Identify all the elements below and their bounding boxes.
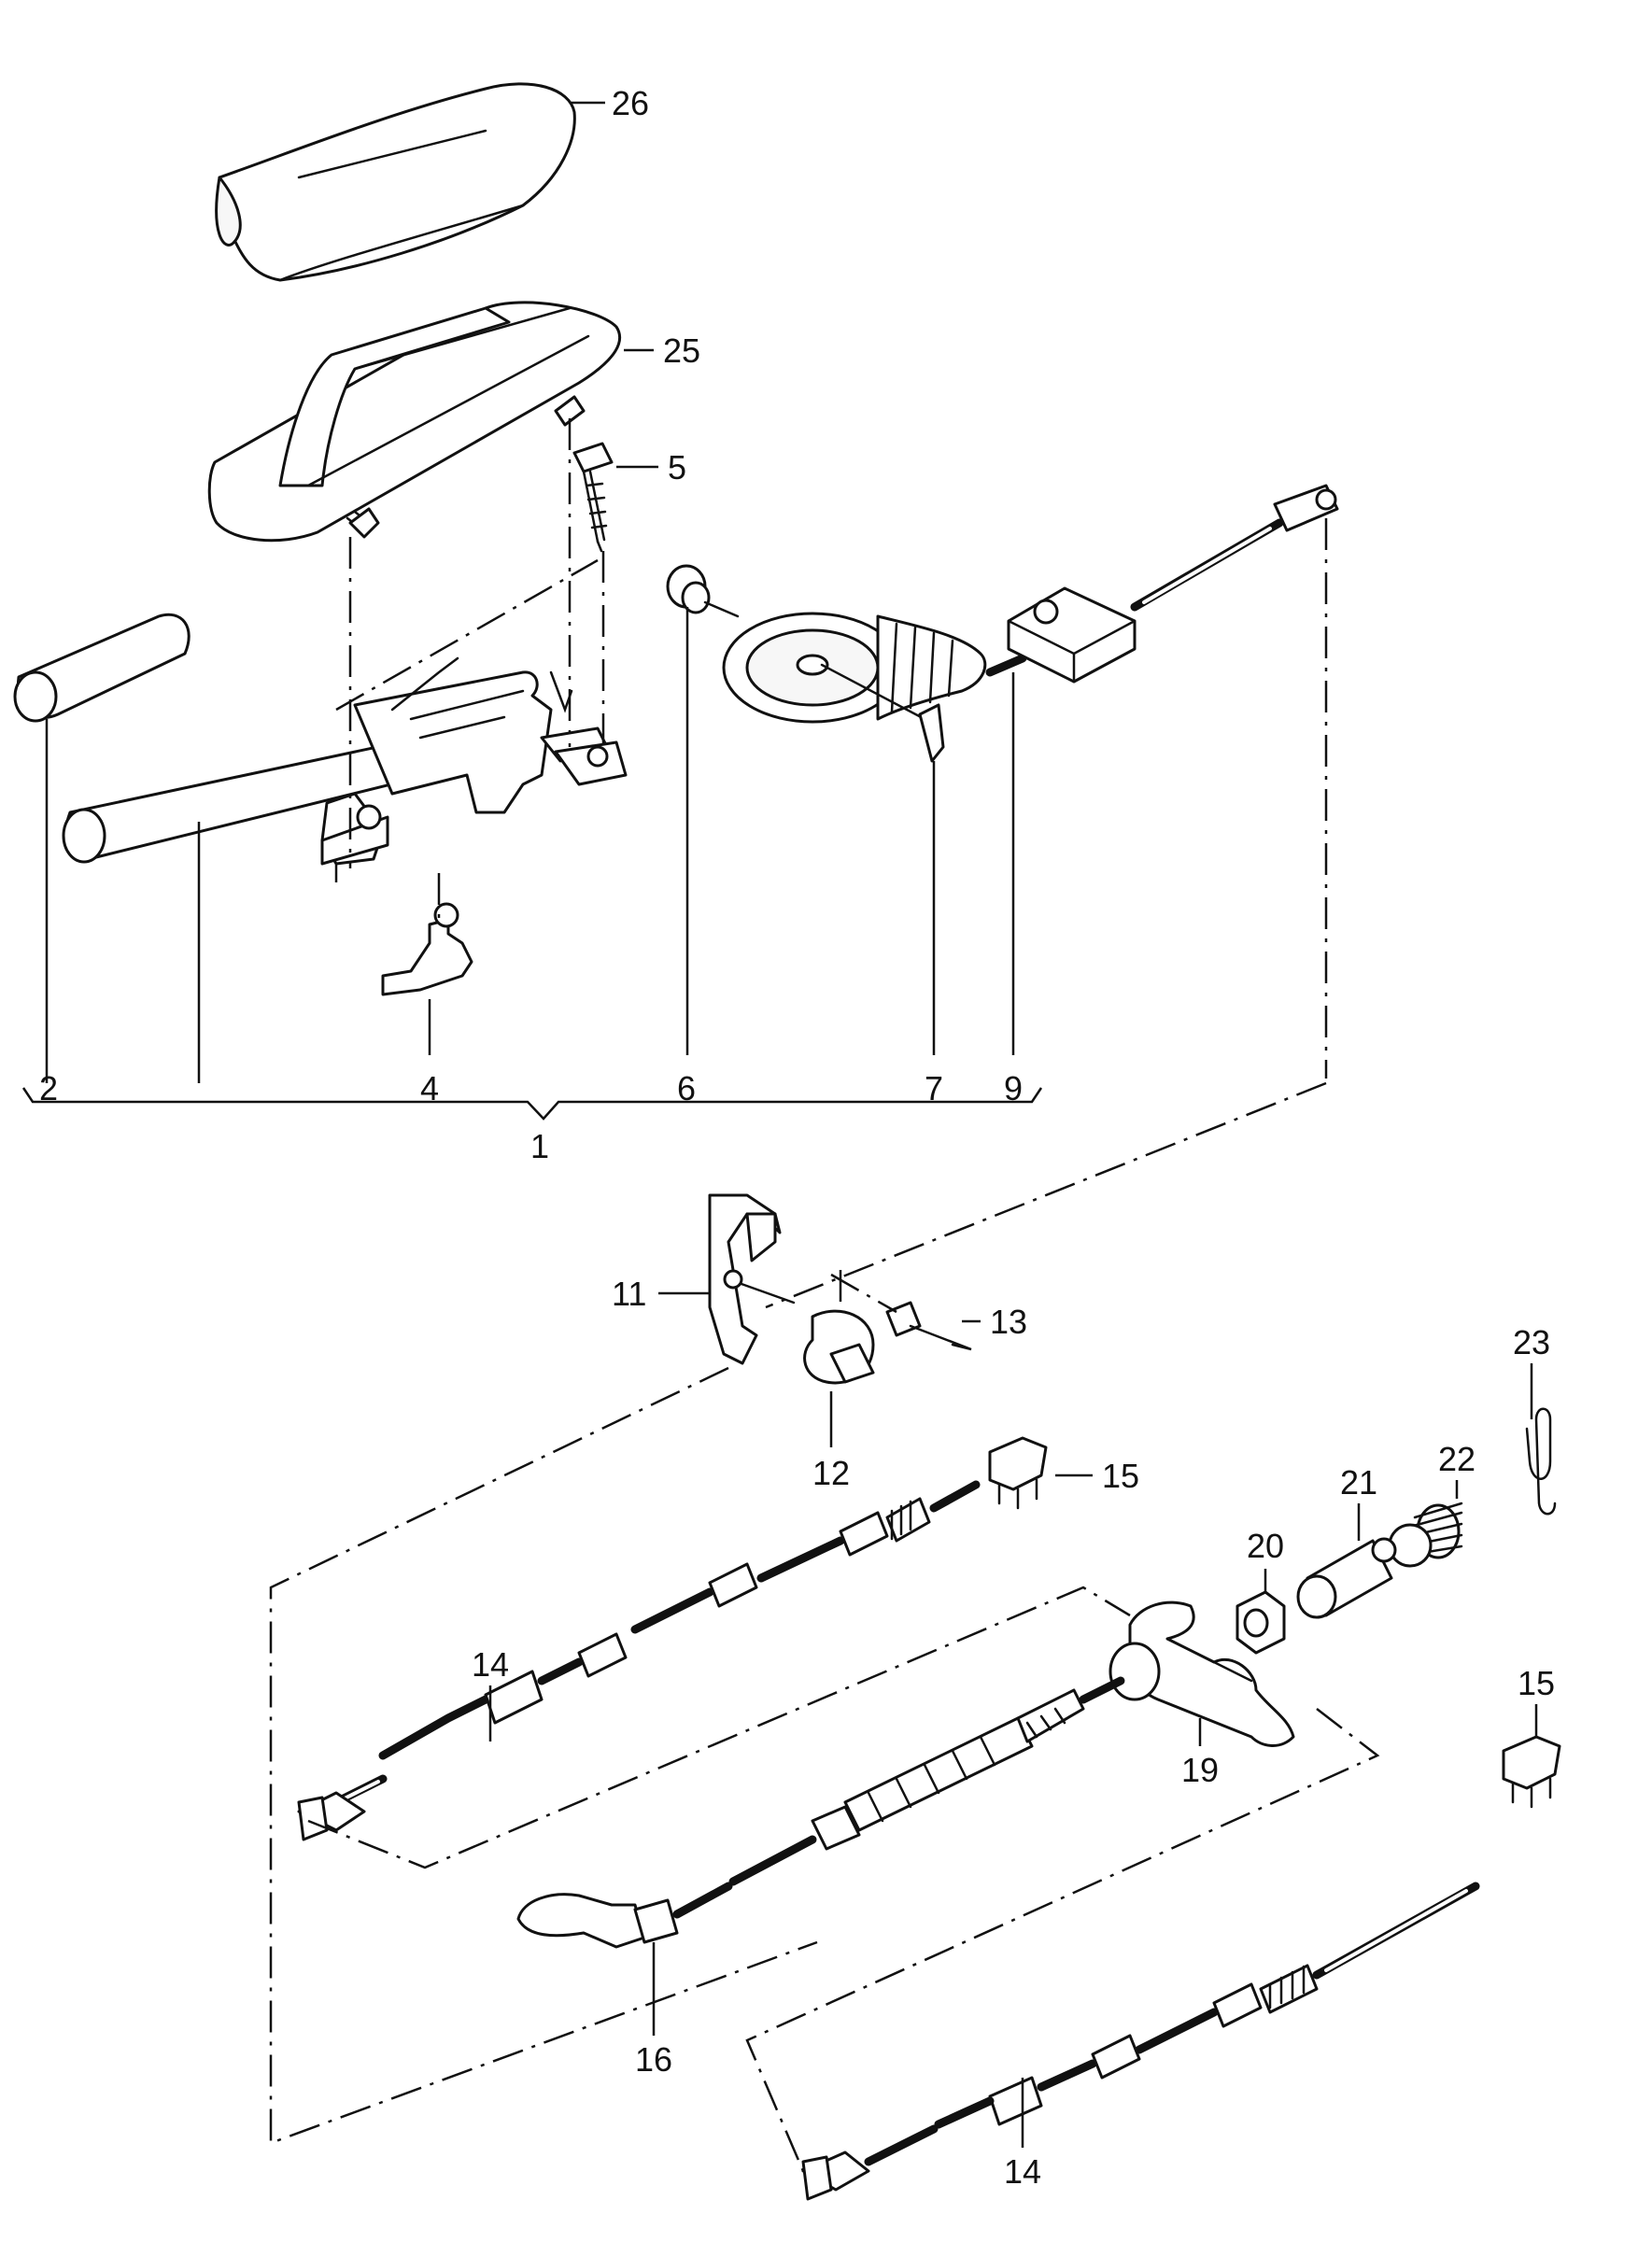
- label-2: 2: [39, 1069, 58, 1107]
- label-14-lower: 14: [1004, 2152, 1041, 2191]
- label-15-upper: 15: [1102, 1457, 1139, 1495]
- label-4: 4: [420, 1069, 439, 1107]
- part-2-grip-sleeve: [13, 613, 191, 723]
- part-23-spring-clip: [1525, 1407, 1557, 1516]
- part-15-retainer-upper: [988, 1436, 1048, 1510]
- label-12: 12: [812, 1454, 850, 1492]
- label-25: 25: [663, 331, 700, 370]
- part-20-nut: [1235, 1590, 1286, 1655]
- label-7: 7: [925, 1069, 943, 1107]
- parking-brake-lever-assembly: [62, 656, 628, 866]
- part-26-grip-cover: [215, 82, 576, 282]
- part-25-trim-panel: [207, 301, 622, 543]
- label-19: 19: [1181, 1751, 1219, 1789]
- part-labels: 26 25 5 2 4 6 7 9 1 11 13 23 12 15 22 21…: [39, 84, 1555, 2191]
- part-9-front-cable: [985, 484, 1339, 684]
- label-22: 22: [1438, 1440, 1476, 1478]
- part-7-cable-boot: [722, 612, 987, 763]
- part-16-center-cable: [516, 1676, 1125, 1949]
- part-4-bracket: [381, 902, 473, 996]
- label-14-upper: 14: [472, 1645, 509, 1684]
- leader-lines: [45, 101, 1538, 2148]
- label-5: 5: [668, 448, 686, 486]
- label-11: 11: [612, 1275, 646, 1313]
- label-13: 13: [990, 1303, 1027, 1341]
- label-23: 23: [1513, 1323, 1550, 1361]
- label-1: 1: [530, 1127, 549, 1165]
- part-5-bolt: [572, 442, 614, 553]
- label-9: 9: [1004, 1069, 1023, 1107]
- part-19-equalizer: [1108, 1600, 1295, 1747]
- part-6-grommet: [666, 564, 740, 618]
- part-11-yoke: [708, 1193, 796, 1365]
- part-13-pin: [885, 1301, 972, 1351]
- part-14-rear-cable-lower: [801, 1882, 1480, 2201]
- label-21: 21: [1340, 1463, 1377, 1502]
- part-14-rear-cable-upper: [297, 1480, 981, 1841]
- part-22-spring: [1388, 1502, 1463, 1568]
- label-15-lower: 15: [1518, 1664, 1555, 1702]
- assembly-bracket-1: [21, 1087, 1043, 1121]
- label-26: 26: [612, 84, 649, 122]
- part-15-retainer-lower: [1502, 1735, 1561, 1809]
- part-12-clip: [803, 1309, 875, 1385]
- part-21-adjuster: [1296, 1537, 1397, 1619]
- label-20: 20: [1247, 1527, 1284, 1565]
- label-6: 6: [677, 1069, 696, 1107]
- label-16: 16: [635, 2040, 672, 2079]
- assembly-lines: [269, 418, 1380, 2172]
